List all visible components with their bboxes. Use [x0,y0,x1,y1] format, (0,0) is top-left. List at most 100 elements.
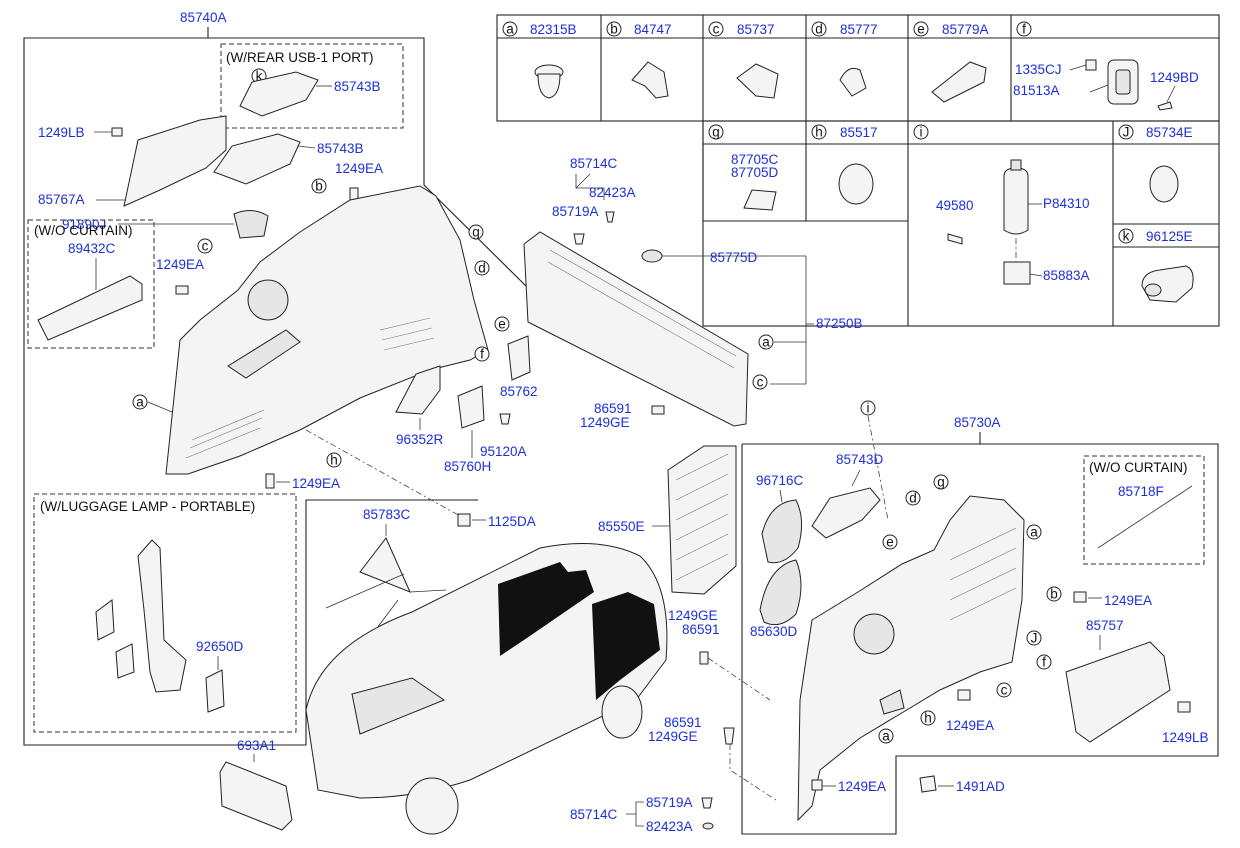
svg-text:85730A: 85730A [954,415,1001,430]
svg-text:85779A: 85779A [942,22,989,37]
svg-text:1249EA: 1249EA [335,161,383,176]
svg-text:i: i [867,401,870,416]
clip-85737-illustration [736,63,779,99]
svg-text:87705C: 87705C [731,152,779,167]
svg-text:k: k [1123,229,1130,244]
svg-text:c: c [1001,683,1008,698]
svg-text:a: a [506,22,514,37]
lamp-92650d-illustration [205,669,225,713]
tonneau-cover-85757-illustration [1065,641,1171,743]
svg-text:d: d [815,22,823,37]
clip-82315b-illustration [534,64,564,99]
svg-text:96125E: 96125E [1146,229,1193,244]
table-cell-k: k 96125E [1118,228,1194,303]
svg-text:1249LB: 1249LB [1162,730,1209,745]
svg-text:b: b [1050,587,1058,602]
table-cell-h: h 85517 [811,124,878,205]
svg-text:91890J: 91890J [62,217,106,232]
luggage-lamp-group: (W/LUGGAGE LAMP - PORTABLE) 92650D [33,493,297,733]
svg-text:e: e [498,317,506,332]
svg-text:81513A: 81513A [1013,83,1060,98]
svg-text:e: e [886,535,894,550]
svg-text:82423A: 82423A [646,819,693,834]
clip-84747-illustration [631,61,669,99]
svg-text:84747: 84747 [634,22,672,37]
svg-text:b: b [315,179,323,194]
svg-text:(W/LUGGAGE LAMP - PORTABLE): (W/LUGGAGE LAMP - PORTABLE) [40,499,255,514]
wo-curtain-option-box [27,219,155,349]
center-group: 85714C 82423A 85719A 85775D 87250B a c 8… [219,156,863,835]
right-group-85730a: 85730A i (W/O CURTAIN) 85718F 85743D 967… [741,400,1219,835]
table-cell-b: b 84747 [606,21,672,37]
svg-text:J: J [1031,631,1038,646]
cover-85762-illustration [507,335,531,381]
svg-text:1249EA: 1249EA [946,718,994,733]
svg-text:1249EA: 1249EA [156,257,204,272]
svg-text:g: g [472,225,480,240]
svg-text:h: h [924,711,932,726]
table-cell-e: e 85779A [913,21,989,37]
svg-text:85734E: 85734E [1146,125,1193,140]
svg-text:i: i [920,125,923,140]
panel-85767a-illustration [123,115,227,207]
svg-text:P84310: P84310 [1043,196,1090,211]
svg-text:95120A: 95120A [480,444,527,459]
svg-text:87705D: 87705D [731,165,779,180]
curtain-89432c-illustration [37,275,143,341]
handle-81513a-illustration [1069,59,1176,111]
svg-text:86591: 86591 [664,715,702,730]
wo-curtain-option-box-right [1083,455,1205,565]
svg-text:(W/O CURTAIN): (W/O CURTAIN) [1089,460,1188,475]
svg-text:85719A: 85719A [552,204,599,219]
svg-text:92650D: 92650D [196,639,244,654]
pillar-trim-illustration [137,539,187,693]
svg-text:d: d [909,491,917,506]
svg-text:(W/O CURTAIN): (W/O CURTAIN) [34,223,133,238]
svg-text:1249GE: 1249GE [668,608,718,623]
svg-text:c: c [713,22,720,37]
svg-text:a: a [882,729,890,744]
svg-text:85714C: 85714C [570,156,618,171]
svg-text:g: g [712,125,720,140]
svg-text:85777: 85777 [840,22,878,37]
svg-text:96716C: 96716C [756,473,804,488]
table-cell-i: i 49580 P84310 85883A [913,124,1090,285]
svg-text:85737: 85737 [737,22,775,37]
speaker-grille-85630d-illustration [759,559,802,626]
svg-text:a: a [1030,525,1038,540]
right-quarter-trim-illustration [797,495,1025,822]
svg-text:82315B: 82315B [530,22,577,37]
svg-text:85718F: 85718F [1118,484,1164,499]
svg-text:87250B: 87250B [816,316,863,331]
svg-text:J: J [1123,125,1130,140]
svg-text:1249EA: 1249EA [292,476,340,491]
svg-text:1491AD: 1491AD [956,779,1005,794]
svg-text:85630D: 85630D [750,624,798,639]
table-cell-f: f 1335CJ 81513A 1249BD [1013,21,1199,98]
usb-port-option-box [220,43,404,129]
parts-table: a 82315B b 84747 c 85737 d 85777 e 85779… [496,14,1220,327]
svg-text:85714C: 85714C [570,807,618,822]
left-quarter-trim-illustration [165,185,489,475]
svg-text:h: h [815,125,823,140]
left-group-85740a: 85740A (W/REAR USB-1 PORT) k 85743B 8574… [23,10,538,746]
svg-text:85757: 85757 [1086,618,1124,633]
svg-text:85517: 85517 [840,125,878,140]
table-cell-j: J 85734E [1118,124,1193,203]
console-85743b-illustration [213,133,301,185]
svg-text:f: f [1022,22,1026,37]
svg-text:85740A: 85740A [180,10,227,25]
svg-text:86591: 86591 [682,622,720,637]
cover-85779a-illustration [931,61,987,103]
vehicle-illustration [305,543,668,835]
svg-text:c: c [757,375,764,390]
svg-text:h: h [330,453,338,468]
svg-text:1249EA: 1249EA [838,779,886,794]
svg-text:g: g [937,475,945,490]
cover-85760h-illustration [457,385,485,429]
console-85743d-illustration [811,487,881,539]
svg-text:b: b [610,22,618,37]
svg-text:a: a [762,335,770,350]
usb-console-illustration [239,71,319,117]
